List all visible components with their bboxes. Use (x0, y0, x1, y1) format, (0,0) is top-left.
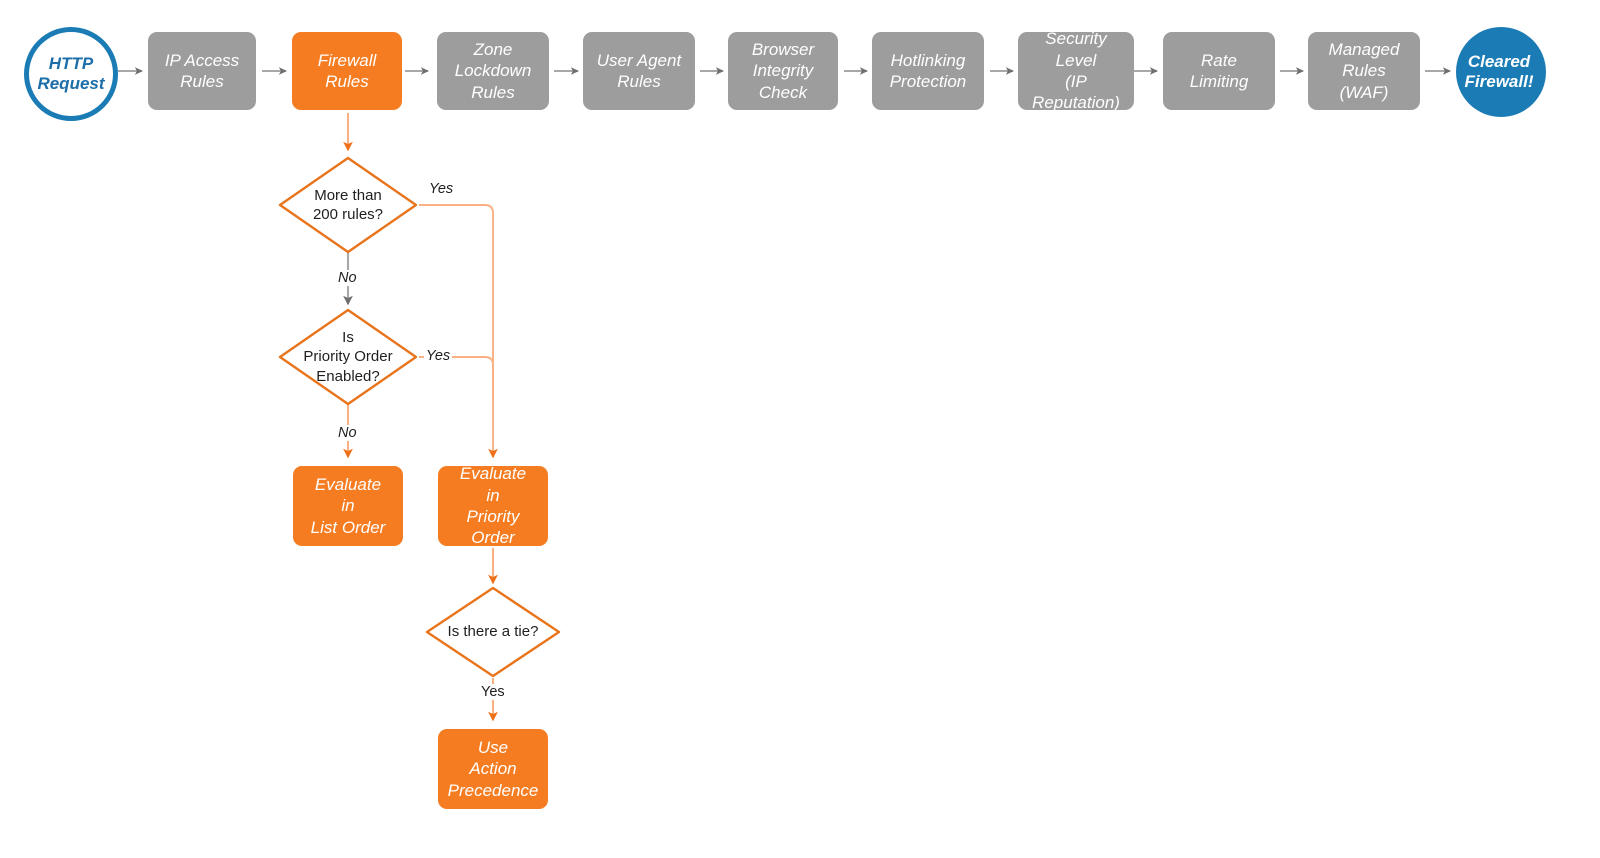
node-http-request[interactable]: HTTP Request (24, 27, 118, 121)
node-is-there-a-tie[interactable]: Is there a tie? (424, 585, 562, 679)
node-firewall-rules-label: Firewall Rules (317, 50, 377, 91)
node-evaluate-list-order[interactable]: Evaluate in List Order (293, 466, 403, 546)
node-rate-limiting-label: Rate Limiting (1189, 50, 1249, 91)
edge-label-d2-yes: Yes (424, 348, 453, 364)
edge-label-d2-no: No (336, 425, 359, 441)
node-is-priority-order-enabled[interactable]: Is Priority Order Enabled? (277, 307, 419, 407)
node-cleared-firewall[interactable]: Cleared Firewall! (1456, 27, 1546, 117)
diamond-shape (278, 156, 418, 254)
edge-label-d3-yes: Yes (479, 684, 507, 700)
node-browser-integrity-check-label: Browser Integrity Check (751, 39, 815, 102)
node-is-there-a-tie-label: Is there a tie? (447, 623, 539, 641)
node-managed-rules-waf-label: Managed Rules (WAF) (1328, 39, 1400, 102)
node-http-request-label: HTTP Request (37, 53, 105, 93)
node-use-action-precedence-label: Use Action Precedence (447, 737, 539, 800)
node-hotlinking-protection[interactable]: Hotlinking Protection (872, 32, 984, 110)
node-evaluate-list-order-label: Evaluate in List Order (310, 474, 386, 537)
node-use-action-precedence[interactable]: Use Action Precedence (438, 729, 548, 809)
node-user-agent-rules-label: User Agent Rules (596, 50, 682, 91)
diamond-shape (425, 586, 561, 678)
node-is-priority-order-enabled-label: Is Priority Order Enabled? (303, 328, 393, 385)
node-ip-access-rules[interactable]: IP Access Rules (148, 32, 256, 110)
node-zone-lockdown-rules-label: Zone Lockdown Rules (454, 39, 532, 102)
node-cleared-firewall-label: Cleared Firewall! (1464, 51, 1534, 91)
node-security-level[interactable]: Security Level (IP Reputation) (1018, 29, 1134, 112)
node-security-level-label: Security Level (IP Reputation) (1032, 29, 1120, 113)
node-rate-limiting[interactable]: Rate Limiting (1163, 32, 1275, 110)
node-more-than-200-rules[interactable]: More than 200 rules? (277, 155, 419, 255)
node-evaluate-priority-order-label: Evaluate in Priority Order (459, 464, 527, 548)
edge-label-d1-no: No (336, 270, 359, 286)
node-browser-integrity-check[interactable]: Browser Integrity Check (728, 32, 838, 110)
node-user-agent-rules[interactable]: User Agent Rules (583, 32, 695, 110)
node-ip-access-rules-label: IP Access Rules (164, 50, 240, 91)
node-zone-lockdown-rules[interactable]: Zone Lockdown Rules (437, 32, 549, 110)
node-hotlinking-protection-label: Hotlinking Protection (889, 50, 967, 91)
node-more-than-200-rules-label: More than 200 rules? (312, 186, 384, 224)
node-firewall-rules[interactable]: Firewall Rules (292, 32, 402, 110)
diamond-shape (278, 308, 418, 406)
node-managed-rules-waf[interactable]: Managed Rules (WAF) (1308, 32, 1420, 110)
edge-label-d1-yes: Yes (427, 181, 456, 197)
node-evaluate-priority-order[interactable]: Evaluate in Priority Order (438, 464, 548, 548)
